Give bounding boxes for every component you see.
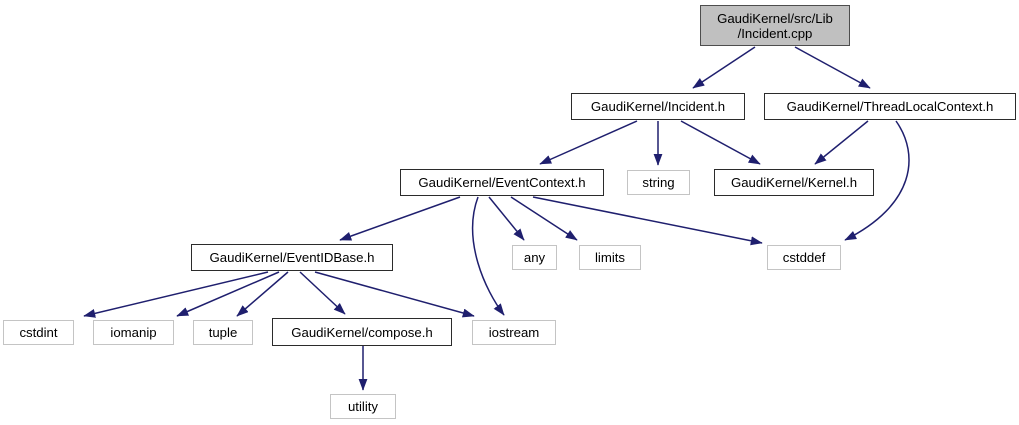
graph-node-label: limits <box>594 250 626 265</box>
dependency-edge <box>488 196 525 241</box>
dependency-edge <box>814 120 869 165</box>
graph-node-tuple[interactable]: tuple <box>193 320 253 345</box>
graph-node-label: string <box>642 175 675 190</box>
dependency-edge <box>680 120 761 165</box>
graph-node-label: GaudiKernel/EventIDBase.h <box>209 250 375 265</box>
dependency-edge <box>532 196 763 246</box>
graph-node-threadlocalcontext-h[interactable]: GaudiKernel/ThreadLocalContext.h <box>764 93 1016 120</box>
dependency-edge <box>471 196 505 316</box>
dependency-edge <box>339 196 461 241</box>
graph-node-incident-h[interactable]: GaudiKernel/Incident.h <box>571 93 745 120</box>
dependency-edge <box>794 46 871 89</box>
graph-node-limits[interactable]: limits <box>579 245 641 270</box>
graph-node-incident-cpp[interactable]: GaudiKernel/src/Lib /Incident.cpp <box>700 5 850 46</box>
graph-node-label: cstddef <box>782 250 826 265</box>
graph-node-label: tuple <box>208 325 238 340</box>
graph-node-label: cstdint <box>19 325 58 340</box>
graph-node-label: utility <box>347 399 379 414</box>
dependency-edge <box>236 271 289 317</box>
dependency-edge <box>314 271 475 318</box>
dependency-edge <box>83 271 269 318</box>
graph-node-iomanip[interactable]: iomanip <box>93 320 174 345</box>
graph-node-eventidbase-h[interactable]: GaudiKernel/EventIDBase.h <box>191 244 393 271</box>
graph-node-label: GaudiKernel/Kernel.h <box>730 175 858 190</box>
graph-node-any[interactable]: any <box>512 245 557 270</box>
dependency-edge <box>299 271 346 315</box>
graph-node-label: GaudiKernel/ThreadLocalContext.h <box>786 99 994 114</box>
graph-node-label: GaudiKernel/src/Lib /Incident.cpp <box>717 10 833 41</box>
graph-node-eventcontext-h[interactable]: GaudiKernel/EventContext.h <box>400 169 604 196</box>
dependency-edge <box>692 46 756 89</box>
graph-node-cstdint[interactable]: cstdint <box>3 320 74 345</box>
graph-node-compose-h[interactable]: GaudiKernel/compose.h <box>272 318 452 346</box>
graph-node-cstddef[interactable]: cstddef <box>767 245 841 270</box>
graph-node-kernel-h[interactable]: GaudiKernel/Kernel.h <box>714 169 874 196</box>
graph-node-string[interactable]: string <box>627 170 690 195</box>
graph-node-label: iostream <box>488 325 540 340</box>
graph-node-label: GaudiKernel/Incident.h <box>590 99 726 114</box>
dependency-edge <box>176 271 280 317</box>
graph-node-label: iomanip <box>110 325 157 340</box>
graph-node-utility[interactable]: utility <box>330 394 396 419</box>
graph-node-label: GaudiKernel/compose.h <box>291 324 433 340</box>
graph-node-label: any <box>523 250 546 265</box>
dependency-edge <box>539 120 638 165</box>
graph-node-iostream[interactable]: iostream <box>472 320 556 345</box>
dependency-edge <box>510 196 578 241</box>
graph-node-label: GaudiKernel/EventContext.h <box>418 175 586 190</box>
